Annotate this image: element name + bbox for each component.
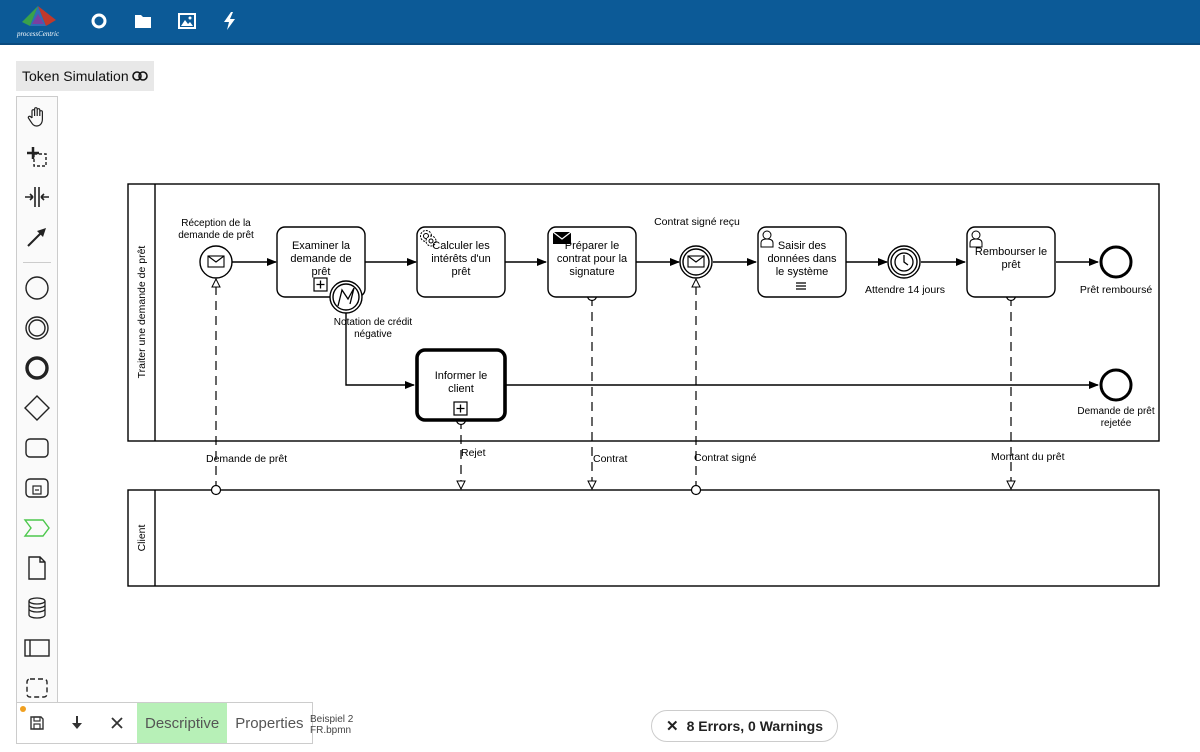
task-preparer-label: Préparer le contrat pour la signature: [556, 240, 628, 278]
task-tool-icon[interactable]: [21, 432, 53, 464]
palette-separator: [23, 262, 51, 263]
lightning-icon[interactable]: [219, 10, 241, 32]
token-simulation-toggle[interactable]: Token Simulation: [16, 61, 154, 91]
end-event-rejetee[interactable]: Demande de prêt rejetée: [1066, 368, 1166, 434]
pool-tool-icon[interactable]: [21, 632, 53, 664]
close-button[interactable]: [97, 703, 137, 743]
flow-notation-informer[interactable]: [345, 313, 415, 389]
task-calculer-label: Calculer les intérêts d'un prêt: [431, 240, 491, 278]
space-tool-icon[interactable]: [21, 181, 53, 213]
user-icon: [969, 230, 983, 248]
msg-contrat-signe-label: Contrat signé: [694, 452, 757, 464]
task-examiner[interactable]: Examiner la demande de prêt: [276, 226, 366, 298]
lasso-tool-icon[interactable]: [21, 141, 53, 173]
msg-contrat-label: Contrat: [593, 453, 628, 465]
task-informer[interactable]: Informer le client: [415, 348, 507, 422]
save-icon: [30, 716, 44, 730]
processcentric-logo[interactable]: processCentric: [10, 2, 66, 40]
errors-warnings-badge[interactable]: ✕ 8 Errors, 0 Warnings: [651, 710, 838, 742]
pool-main[interactable]: Traiter une demande de prêt: [127, 183, 1160, 442]
msg-demande-label: Demande de prêt: [206, 453, 287, 465]
end-event-tool-icon[interactable]: [21, 352, 53, 384]
unsaved-indicator: [20, 706, 26, 712]
error-icon: [337, 287, 355, 307]
logo-text: processCentric: [16, 30, 60, 38]
sequence-flows: [232, 258, 1099, 389]
pool-client-label: Client: [136, 525, 148, 552]
download-arrow-icon: [72, 716, 82, 729]
logo-icon: [22, 6, 56, 26]
subprocess-tool-icon[interactable]: [21, 472, 53, 504]
start-event-label: Réception de la demande de prêt: [178, 218, 254, 241]
error-x-icon: ✕: [666, 718, 679, 735]
task-rembourser[interactable]: Rembourser le prêt: [966, 226, 1056, 298]
intermediate-event-tool-icon[interactable]: [21, 312, 53, 344]
hand-tool-icon[interactable]: [21, 101, 53, 133]
tab-properties[interactable]: Properties: [235, 714, 304, 732]
start-event-reception[interactable]: Réception de la demande de prêt: [166, 218, 266, 279]
task-examiner-label: Examiner la demande de prêt: [290, 240, 352, 278]
task-preparer[interactable]: Préparer le contrat pour la signature: [547, 226, 637, 298]
image-icon[interactable]: [176, 10, 198, 32]
data-store-tool-icon[interactable]: [21, 592, 53, 624]
folder-icon[interactable]: [132, 10, 154, 32]
file-name: Beispiel 2 FR.bpmn: [310, 714, 354, 736]
download-button[interactable]: [57, 703, 97, 743]
notation-label: Notation de crédit négative: [333, 317, 413, 340]
pool-main-label: Traiter une demande de prêt: [136, 246, 148, 379]
end-rembourse-label: Prêt remboursé: [1080, 284, 1153, 296]
bottom-toolbar: Descriptive Properties: [16, 702, 313, 744]
end-event-rembourse[interactable]: Prêt remboursé: [1080, 245, 1153, 296]
msg-montant-label: Montant du prêt: [991, 451, 1065, 463]
end-rejetee-label: Demande de prêt rejetée: [1077, 406, 1155, 429]
task-saisir[interactable]: Saisir des données dans le système: [757, 226, 847, 298]
task-saisir-label: Saisir des données dans le système: [767, 240, 837, 278]
task-rembourser-label: Rembourser le prêt: [974, 246, 1048, 271]
timer-event-attendre[interactable]: Attendre 14 jours: [865, 245, 945, 296]
contrat-recu-label: Contrat signé reçu: [654, 216, 740, 228]
gear-icon: [420, 230, 437, 247]
errors-warnings-text: 8 Errors, 0 Warnings: [686, 718, 823, 734]
top-bar: processCentric: [0, 0, 1200, 45]
intermediate-event-contrat[interactable]: Contrat signé reçu: [654, 216, 740, 279]
group-tool-icon[interactable]: [21, 672, 53, 704]
send-envelope-icon: [552, 231, 572, 244]
chevron-shape-tool-icon[interactable]: [21, 512, 53, 544]
user-icon: [760, 230, 774, 248]
token-simulation-label: Token Simulation: [22, 68, 129, 84]
data-object-tool-icon[interactable]: [21, 552, 53, 584]
toggle-icon: [131, 71, 148, 81]
start-event-tool-icon[interactable]: [21, 272, 53, 304]
bpmn-canvas[interactable]: Traiter une demande de prêt Client: [0, 0, 1200, 700]
close-icon: [111, 717, 123, 729]
attendre-label: Attendre 14 jours: [865, 284, 945, 296]
tab-descriptive[interactable]: Descriptive: [137, 703, 228, 743]
message-flows: [216, 279, 1011, 490]
clock-icon: [894, 252, 914, 272]
pool-client[interactable]: Client: [127, 489, 1160, 587]
circle-icon[interactable]: [88, 10, 110, 32]
boundary-event-notation[interactable]: Notation de crédit négative: [318, 280, 428, 345]
task-calculer[interactable]: Calculer les intérêts d'un prêt: [416, 226, 506, 298]
gateway-tool-icon[interactable]: [21, 392, 53, 424]
save-button[interactable]: [17, 703, 57, 743]
msg-rejet-label: Rejet: [461, 447, 486, 459]
sequential-marker-icon: [796, 282, 806, 290]
tool-palette: [16, 96, 58, 708]
connect-tool-icon[interactable]: [21, 221, 53, 253]
task-informer-label: Informer le client: [434, 370, 488, 395]
